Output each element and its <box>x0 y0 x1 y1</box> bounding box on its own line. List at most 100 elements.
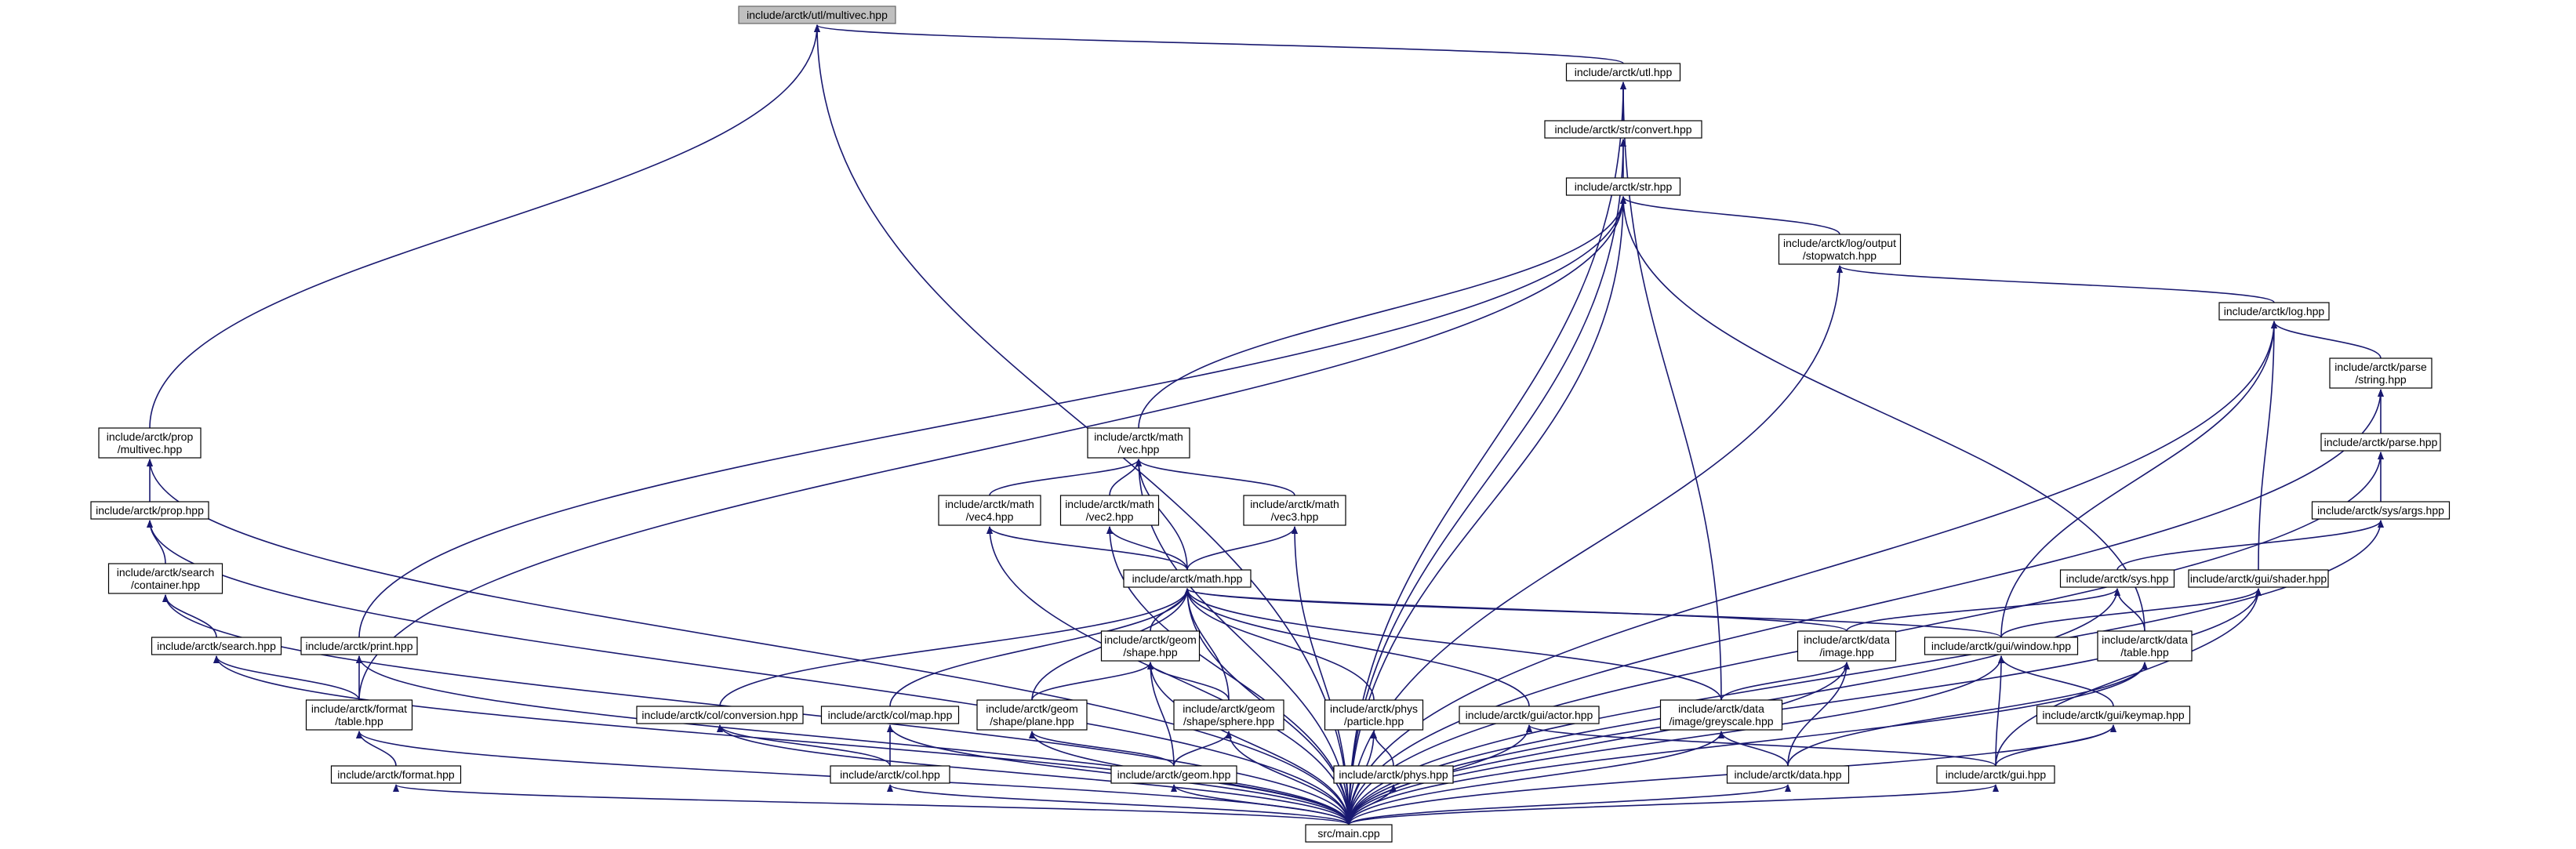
edge-greyscale-to-math <box>1184 588 1722 701</box>
node-label: /image.hpp <box>1819 646 1873 659</box>
node-label: include/arctk/prop <box>107 430 194 443</box>
node-box <box>1059 495 1160 526</box>
node-window[interactable]: include/arctk/gui/window.hpp <box>1924 637 2079 655</box>
node-box <box>1087 427 1190 459</box>
node-parse_string[interactable]: include/arctk/parse/string.hpp <box>2329 357 2432 389</box>
node-box <box>330 765 462 784</box>
node-multivec[interactable]: include/arctk/utl/multivec.hpp <box>738 5 896 24</box>
node-greyscale[interactable]: include/arctk/data/image/greyscale.hpp <box>1659 699 1783 731</box>
edge-actor-to-math <box>1184 588 1530 707</box>
node-format[interactable]: include/arctk/format.hpp <box>330 765 462 784</box>
edge-log-to-stopwatch <box>1837 265 2275 303</box>
edge-math-to-vec3 <box>1186 526 1298 571</box>
node-search_container[interactable]: include/arctk/search/container.hpp <box>107 563 223 594</box>
node-keymap[interactable]: include/arctk/gui/keymap.hpp <box>2036 706 2191 724</box>
edge-greyscale-to-utl <box>1620 82 1722 701</box>
node-label: src/main.cpp <box>1317 827 1380 840</box>
edge-main-to-greyscale <box>1348 731 1724 825</box>
node-box <box>1565 63 1681 82</box>
node-label: include/arctk/geom.hpp <box>1117 768 1231 781</box>
node-col[interactable]: include/arctk/col.hpp <box>830 765 950 784</box>
node-gui[interactable]: include/arctk/gui.hpp <box>1936 765 2055 784</box>
node-actor[interactable]: include/arctk/gui/actor.hpp <box>1459 706 1600 724</box>
node-geom[interactable]: include/arctk/geom.hpp <box>1110 765 1237 784</box>
node-label: include/arctk/col/conversion.hpp <box>641 709 798 721</box>
edge-vec3-to-math_vec <box>1135 459 1295 496</box>
node-search[interactable]: include/arctk/search.hpp <box>151 637 282 655</box>
node-label: include/arctk/format <box>311 702 407 715</box>
node-vec2[interactable]: include/arctk/math/vec2.hpp <box>1059 495 1160 526</box>
node-data[interactable]: include/arctk/data.hpp <box>1726 765 1850 784</box>
node-vec3[interactable]: include/arctk/math/vec3.hpp <box>1243 495 1346 526</box>
node-math[interactable]: include/arctk/math.hpp <box>1123 569 1252 588</box>
edge-main-to-phys <box>1348 784 1397 825</box>
edge-main-to-str <box>1348 196 1626 825</box>
node-vec4[interactable]: include/arctk/math/vec4.hpp <box>938 495 1041 526</box>
node-box <box>1726 765 1850 784</box>
node-label: /vec2.hpp <box>1086 510 1134 523</box>
node-box <box>1659 699 1783 731</box>
node-col_conversion[interactable]: include/arctk/col/conversion.hpp <box>636 706 804 724</box>
node-data_image[interactable]: include/arctk/data/image.hpp <box>1797 630 1897 662</box>
edge-main-to-geom_shape <box>1147 662 1350 825</box>
node-label: include/arctk/sys.hpp <box>2066 572 2169 585</box>
edge-vec4-to-math_vec <box>989 459 1142 496</box>
node-shape_plane[interactable]: include/arctk/geom/shape/plane.hpp <box>976 699 1088 731</box>
node-shape_sphere[interactable]: include/arctk/geom/shape/sphere.hpp <box>1173 699 1284 731</box>
edge-data_image-to-sys <box>1846 588 2120 632</box>
node-math_vec[interactable]: include/arctk/math/vec.hpp <box>1087 427 1190 459</box>
node-args[interactable]: include/arctk/sys/args.hpp <box>2311 501 2451 520</box>
edge-window-to-math <box>1184 588 2002 638</box>
node-box <box>820 706 960 724</box>
edges-layer <box>147 24 2384 825</box>
node-phys_particle[interactable]: include/arctk/phys/particle.hpp <box>1324 699 1424 731</box>
edge-search_container-to-prop <box>147 520 166 564</box>
node-label: /container.hpp <box>131 579 200 591</box>
node-label: include/arctk/gui/shader.hpp <box>2190 572 2327 585</box>
node-shader[interactable]: include/arctk/gui/shader.hpp <box>2188 569 2329 588</box>
node-label: include/arctk/geom <box>1104 633 1197 646</box>
node-label: /table.hpp <box>2120 646 2169 659</box>
node-prop[interactable]: include/arctk/prop.hpp <box>90 501 209 520</box>
node-label: include/arctk/math <box>1065 498 1154 510</box>
node-box <box>305 699 413 731</box>
edge-vec2-to-math_vec <box>1109 459 1142 496</box>
edge-math_vec-to-str <box>1138 196 1626 429</box>
edge-main-to-parse_string <box>1348 389 2384 825</box>
node-prop_multivec[interactable]: include/arctk/prop/multivec.hpp <box>98 427 202 459</box>
node-box <box>90 501 209 520</box>
edge-phys_particle-to-math <box>1184 588 1375 701</box>
node-log[interactable]: include/arctk/log.hpp <box>2218 302 2330 321</box>
edge-shape_sphere-to-geom_shape <box>1147 662 1230 701</box>
node-convert[interactable]: include/arctk/str/convert.hpp <box>1544 120 1702 139</box>
edge-main-to-col <box>887 784 1350 825</box>
node-box <box>1110 765 1237 784</box>
node-box <box>2097 630 2193 662</box>
node-parse[interactable]: include/arctk/parse.hpp <box>2320 433 2441 452</box>
node-main[interactable]: src/main.cpp <box>1305 824 1393 843</box>
node-box <box>98 427 202 459</box>
node-str[interactable]: include/arctk/str.hpp <box>1565 177 1681 196</box>
node-data_table[interactable]: include/arctk/data/table.hpp <box>2097 630 2193 662</box>
node-geom_shape[interactable]: include/arctk/geom/shape.hpp <box>1100 630 1201 662</box>
node-label: include/arctk/col.hpp <box>840 768 940 781</box>
edge-geom-to-shape_plane <box>1029 731 1175 767</box>
edge-phys-to-phys_particle <box>1371 731 1394 767</box>
node-label: /table.hpp <box>335 715 383 727</box>
edge-gui-to-shader <box>1995 588 2262 767</box>
edge-main-to-data <box>1348 784 1791 825</box>
node-phys[interactable]: include/arctk/phys.hpp <box>1333 765 1454 784</box>
node-stopwatch[interactable]: include/arctk/log/output/stopwatch.hpp <box>1778 234 1902 265</box>
node-col_map[interactable]: include/arctk/col/map.hpp <box>820 706 960 724</box>
edge-window-to-shader <box>2000 588 2262 638</box>
edge-main-to-shape_sphere <box>1226 731 1350 825</box>
node-box <box>2329 357 2432 389</box>
edge-parse_string-to-log <box>2271 321 2382 359</box>
node-sys[interactable]: include/arctk/sys.hpp <box>2059 569 2175 588</box>
node-utl[interactable]: include/arctk/utl.hpp <box>1565 63 1681 82</box>
node-print[interactable]: include/arctk/print.hpp <box>300 637 418 655</box>
node-format_table[interactable]: include/arctk/format/table.hpp <box>305 699 413 731</box>
edge-data-to-data_image <box>1787 662 1850 767</box>
node-label: include/arctk/str/convert.hpp <box>1554 123 1691 136</box>
edge-keymap-to-window <box>1998 655 2114 707</box>
